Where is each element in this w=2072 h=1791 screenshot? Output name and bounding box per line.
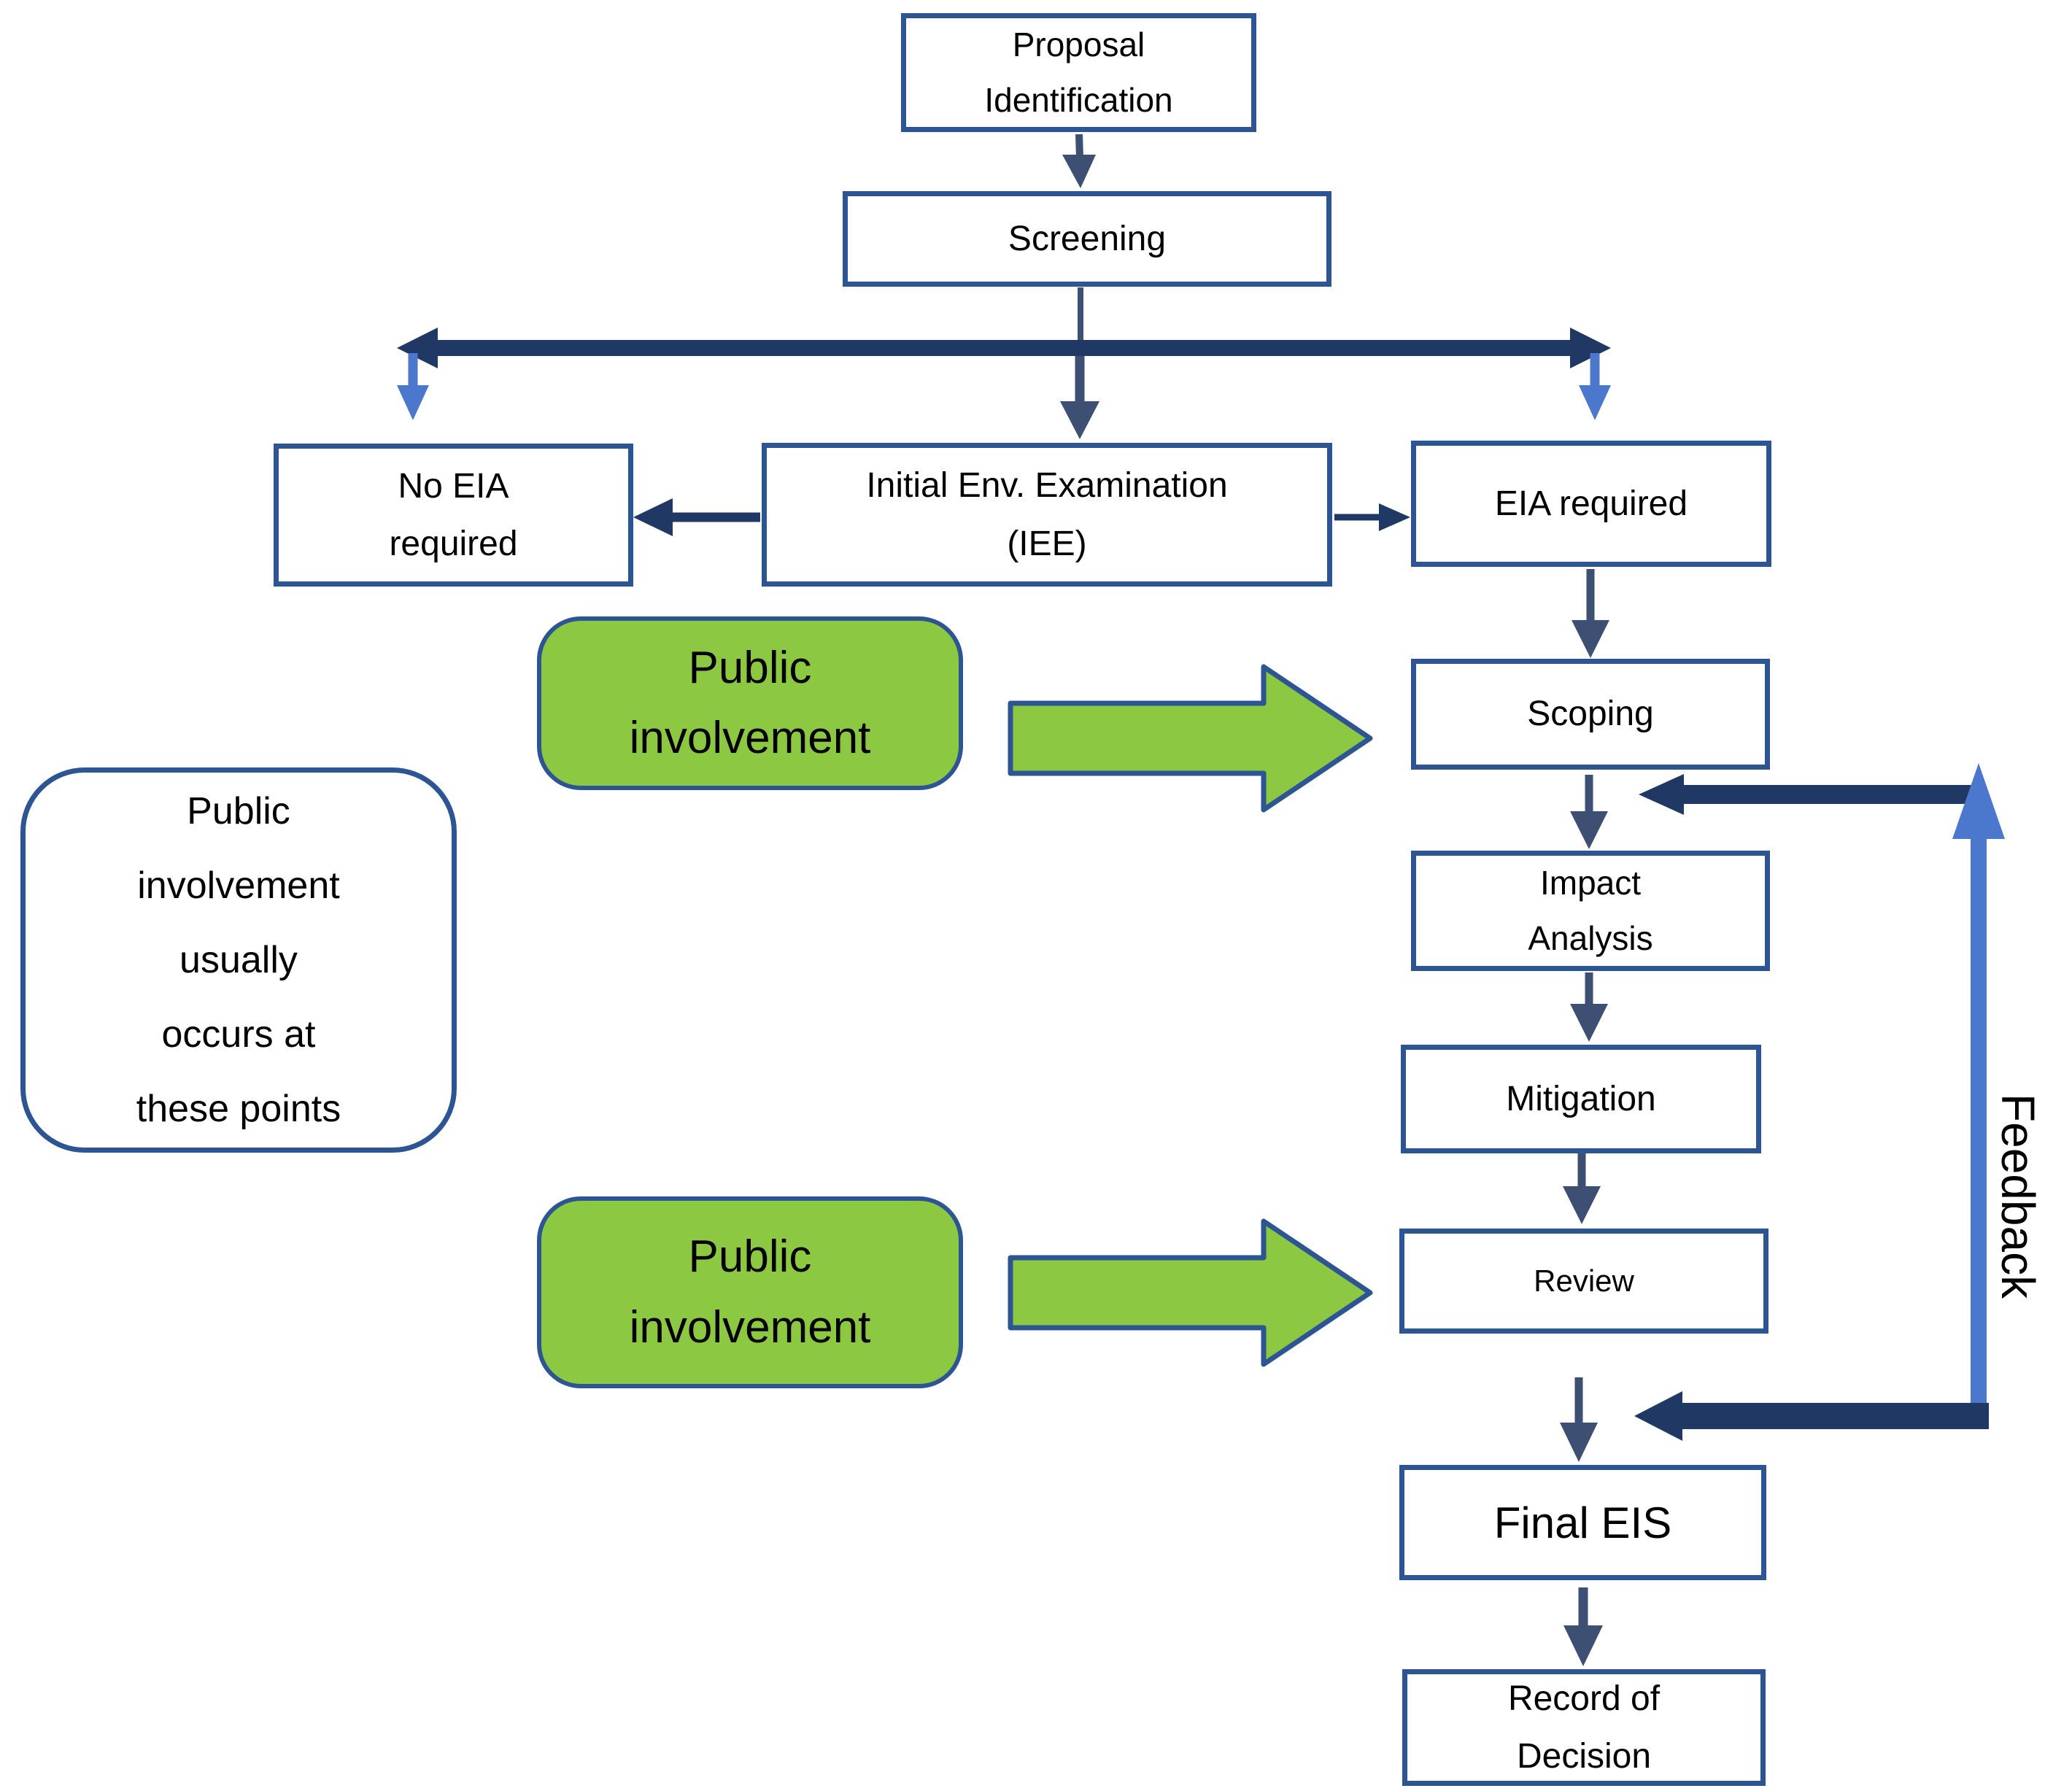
node-label: Mitigation [1506,1079,1656,1118]
feedback-arrow-top [1639,774,1979,815]
public-involvement-callout-2: Public involvement [537,1196,963,1388]
node-record-of-decision: Record of Decision [1402,1669,1766,1786]
node-label: Initial Env. Examination (IEE) [866,466,1228,563]
feedback-text: Feedback [1992,1094,2044,1299]
node-no-eia-required: No EIA required [274,444,633,587]
node-label: Review [1534,1264,1634,1299]
arrow-impact-to-mitigation [1570,972,1608,1042]
callout-label: Public involvement [629,642,871,763]
branch-line [397,328,1611,368]
node-label: Impact Analysis [1528,863,1653,957]
arrow-branch-to-iee [1060,356,1099,439]
node-label: Screening [1008,219,1167,258]
feedback-label: Feedback [1987,983,2049,1409]
arrow-eia-to-scoping [1572,569,1609,658]
node-initial-env-examination: Initial Env. Examination (IEE) [762,443,1332,587]
node-impact-analysis: Impact Analysis [1411,851,1770,971]
note-text: Public involvement usually occurs at the… [136,790,341,1130]
node-final-eis: Final EIS [1399,1465,1766,1580]
node-label: Final EIS [1493,1498,1672,1547]
feedback-riser [1952,763,2005,1422]
arrow-branch-to-no-eia [397,353,429,420]
arrow-branch-to-eia-required [1579,353,1611,420]
node-label: No EIA required [389,466,518,563]
arrow-scoping-to-impact [1570,775,1608,849]
green-arrow-public-to-review [1008,1218,1373,1367]
green-arrow-public-to-scoping [1008,664,1373,813]
arrow-final-eis-to-record [1563,1587,1603,1666]
public-involvement-note: Public involvement usually occurs at the… [20,767,457,1153]
arrow-mitigation-to-review [1563,1144,1601,1224]
node-label: Record of Decision [1507,1679,1661,1776]
arrow-review-to-final-eis [1560,1377,1598,1462]
feedback-arrow-bottom [1634,1391,1989,1441]
arrow-iee-to-no-eia [633,498,760,536]
arrow-proposal-to-screening [1062,134,1096,188]
node-review: Review [1399,1229,1768,1334]
node-label: EIA required [1494,484,1688,523]
node-proposal-identification: Proposal Identification [901,13,1256,132]
arrow-iee-to-eia-required [1334,503,1410,531]
node-label: Proposal Identification [984,25,1173,119]
node-mitigation: Mitigation [1401,1045,1761,1153]
public-involvement-callout-1: Public involvement [537,616,963,790]
node-screening: Screening [843,191,1331,287]
node-eia-required: EIA required [1411,441,1771,567]
node-scoping: Scoping [1411,659,1770,770]
node-label: Scoping [1527,695,1654,734]
callout-label: Public involvement [629,1231,871,1353]
